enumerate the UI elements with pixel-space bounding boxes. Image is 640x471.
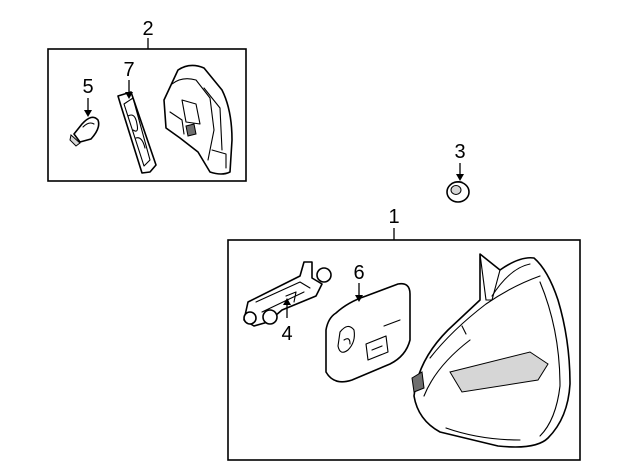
arrow-4	[283, 298, 291, 305]
group-box-1	[227, 239, 581, 461]
callout-3: 3	[454, 141, 465, 163]
callout-1: 1	[388, 206, 399, 228]
arrow-6	[355, 295, 363, 302]
grommet-part-3	[446, 181, 470, 203]
arrow-5	[84, 110, 92, 117]
arrow-7	[125, 92, 133, 99]
bulb-part-5	[69, 116, 100, 147]
callout-7: 7	[123, 59, 134, 81]
callout-6: 6	[353, 262, 364, 284]
outer-tail-lamp-housing	[411, 253, 571, 448]
callout-4: 4	[281, 323, 292, 345]
gasket-part-7	[117, 91, 157, 174]
gasket-part-6	[325, 282, 411, 383]
arrow-3	[456, 174, 464, 181]
bracket-part-4	[243, 261, 332, 327]
callout-2: 2	[142, 18, 153, 40]
group-box-2	[47, 48, 247, 182]
inner-lamp-housing	[163, 64, 233, 175]
callout-5: 5	[82, 76, 93, 98]
